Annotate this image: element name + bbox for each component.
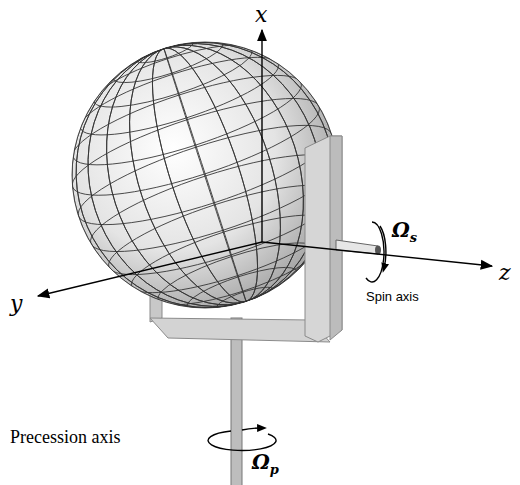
sphere-grid [37,7,372,342]
post [231,318,242,485]
rate-symbol: Ωp [252,452,279,476]
bracket-plate [305,136,342,342]
axis-label: z [499,262,511,284]
axis-label: x [255,4,267,26]
axes [38,30,492,296]
axis-name: Precession axis [10,428,120,446]
precession-arrow [208,431,276,450]
bracket-base [150,318,330,342]
axis-label: y [10,293,22,315]
spin-arrow [366,222,384,282]
axis-name: Spin axis [366,290,419,303]
rate-symbol: Ωs [392,220,417,244]
